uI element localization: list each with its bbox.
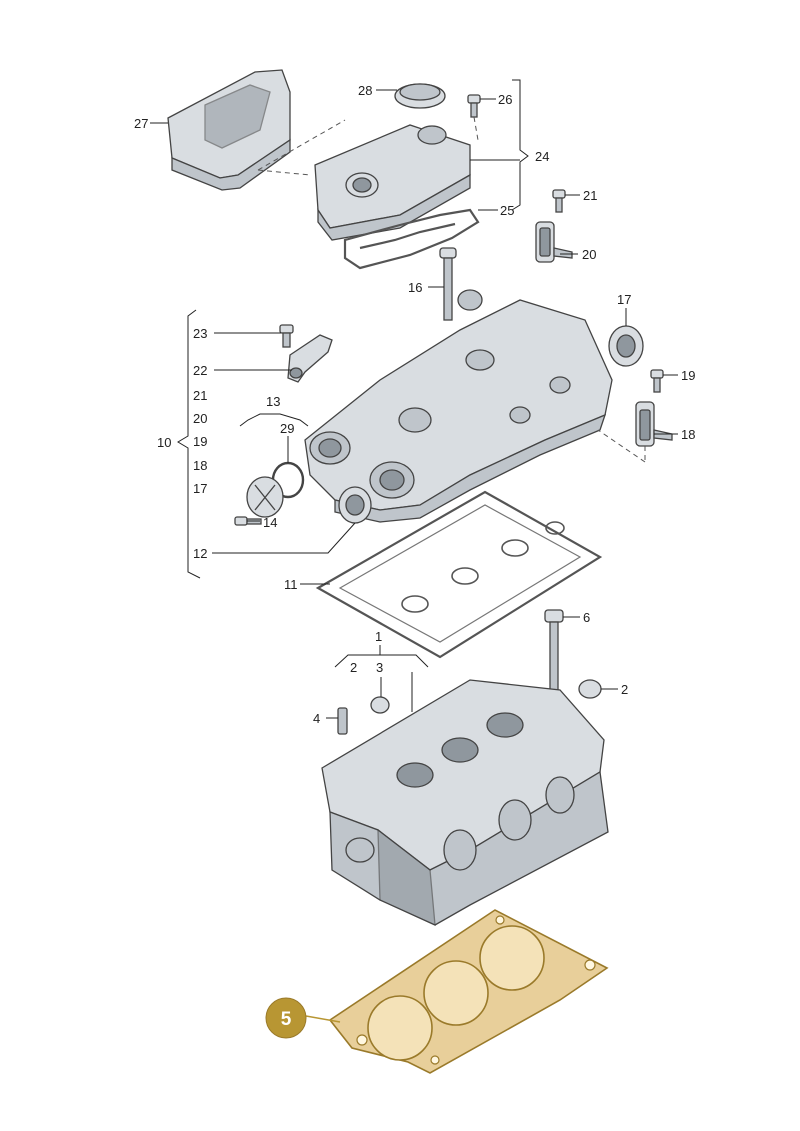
label-20-list: 20 [193,411,207,426]
label-20-upper: 20 [582,247,596,262]
label-5: 5 [281,1009,292,1030]
seal-17-part[interactable] [608,325,644,367]
camshaft-adjuster-valve-20-upper-part[interactable] [535,221,573,263]
label-6: 6 [583,610,590,625]
cylinder-head-gasket-highlighted[interactable] [328,909,609,1074]
callout-labels: 27 28 26 24 25 21 20 16 17 19 18 23 22 2… [134,83,695,726]
label-18-right: 18 [681,427,695,442]
label-25: 25 [500,203,514,218]
label-13: 13 [266,394,280,409]
label-11: 11 [284,577,298,592]
label-16: 16 [408,280,422,295]
label-18-list: 18 [193,458,207,473]
screw-21-upper-part[interactable] [552,189,566,213]
hall-sender-22-part[interactable] [287,334,333,383]
label-29: 29 [280,421,294,436]
screw-26-part[interactable] [467,94,481,118]
label-2-right: 2 [621,682,628,697]
label-1: 1 [375,629,382,644]
label-27: 27 [134,116,148,131]
label-10: 10 [157,435,171,450]
stud-4-part[interactable] [337,707,348,735]
leader-lines [150,79,678,1023]
screw-23-part[interactable] [279,324,294,348]
label-19-right: 19 [681,368,695,383]
label-14: 14 [263,515,277,530]
label-19-list: 19 [193,434,207,449]
label-22: 22 [193,363,207,378]
label-17-right: 17 [617,292,631,307]
seal-12-part[interactable] [338,486,372,524]
label-4: 4 [313,711,320,726]
cylinder-head-part[interactable] [321,679,609,927]
plug-2-right-part[interactable] [578,679,602,699]
label-17-list: 17 [193,481,207,496]
label-21-upper: 21 [583,188,597,203]
label-24: 24 [535,149,549,164]
oil-filler-cap-part[interactable] [394,83,446,109]
highlight-badge-5[interactable]: 5 [265,997,307,1039]
plug-3-part[interactable] [370,696,390,714]
camshaft-housing-gasket-part[interactable] [315,490,603,659]
cover-13-part[interactable] [246,476,284,518]
valve-cover-gasket-part[interactable] [343,208,480,270]
label-3: 3 [376,660,383,675]
label-26: 26 [498,92,512,107]
label-12: 12 [193,546,207,561]
bolt-6-part[interactable] [544,609,564,691]
label-2-left: 2 [350,660,357,675]
label-23: 23 [193,326,207,341]
label-28: 28 [358,83,372,98]
label-21-list: 21 [193,388,207,403]
screw-19-right-part[interactable] [650,369,664,393]
bolt-16-part[interactable] [439,247,457,321]
engine-cover-part[interactable] [167,69,291,191]
camshaft-adjuster-valve-18-right-part[interactable] [635,401,673,447]
valve-cover-part[interactable] [314,124,471,241]
